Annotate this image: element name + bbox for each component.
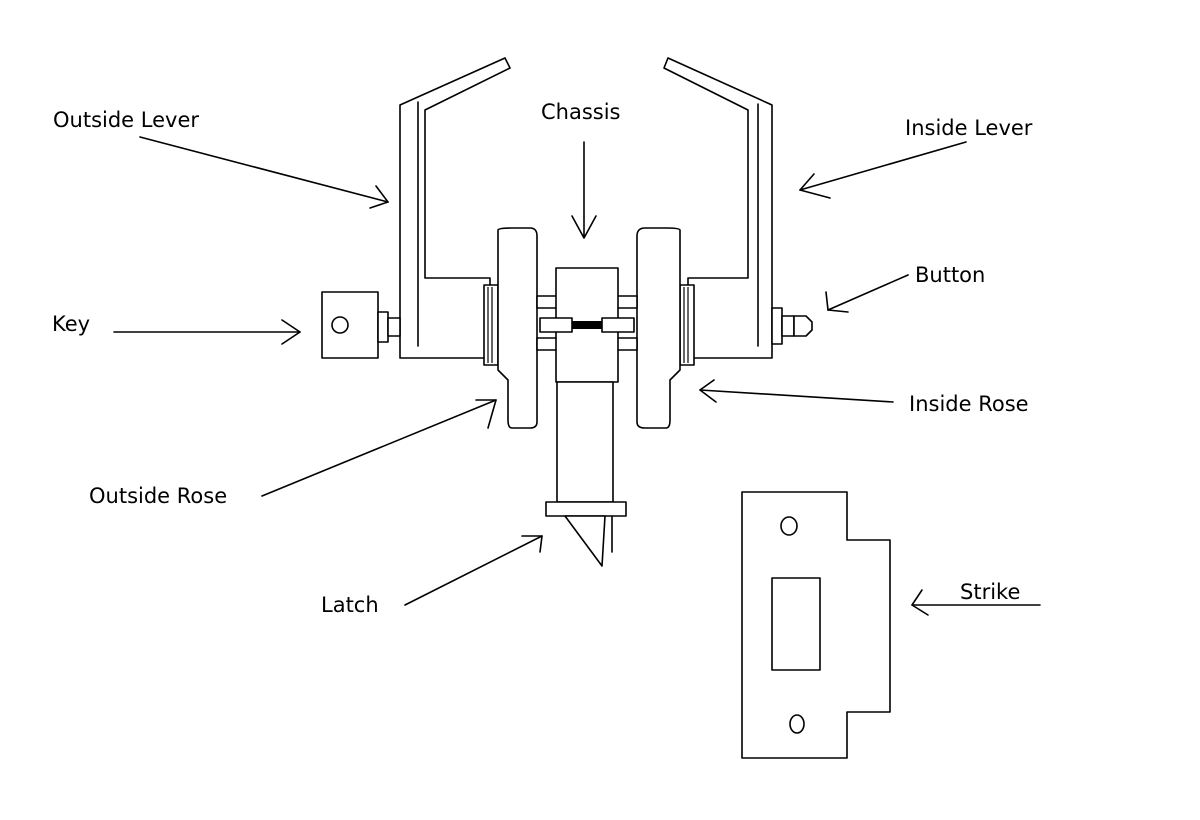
keyway-icon — [331, 316, 349, 334]
label-key: Key — [52, 312, 90, 336]
label-inside-lever: Inside Lever — [905, 116, 1033, 140]
arrow-outside-rose — [261, 399, 497, 497]
label-inside-rose: Inside Rose — [909, 392, 1029, 416]
arrow-latch — [404, 535, 543, 606]
arrow-inside-lever — [799, 141, 967, 199]
label-chassis: Chassis — [541, 100, 621, 124]
key-cylinder — [321, 291, 401, 359]
label-outside-lever: Outside Lever — [53, 108, 199, 132]
arrow-key — [113, 319, 301, 345]
arrow-outside-lever — [139, 136, 389, 209]
arrow-button — [825, 274, 909, 313]
leader-arrows — [113, 136, 1041, 616]
label-outside-rose: Outside Rose — [89, 484, 227, 508]
push-button — [771, 307, 813, 345]
label-latch: Latch — [321, 593, 379, 617]
arrow-inside-rose — [699, 379, 894, 403]
inside-lever — [663, 57, 773, 359]
label-strike: Strike — [960, 580, 1020, 604]
arrow-strike — [911, 589, 1041, 616]
inside-rose — [636, 227, 695, 429]
screw-hole-icon — [780, 516, 798, 536]
label-button: Button — [915, 263, 985, 287]
strike-opening — [771, 577, 821, 671]
chassis — [536, 267, 638, 383]
arrow-chassis — [571, 141, 597, 239]
strike-plate — [741, 491, 891, 759]
outside-lever — [399, 57, 511, 359]
outside-rose — [483, 227, 538, 429]
latch — [545, 381, 627, 567]
screw-hole-icon — [789, 714, 805, 734]
